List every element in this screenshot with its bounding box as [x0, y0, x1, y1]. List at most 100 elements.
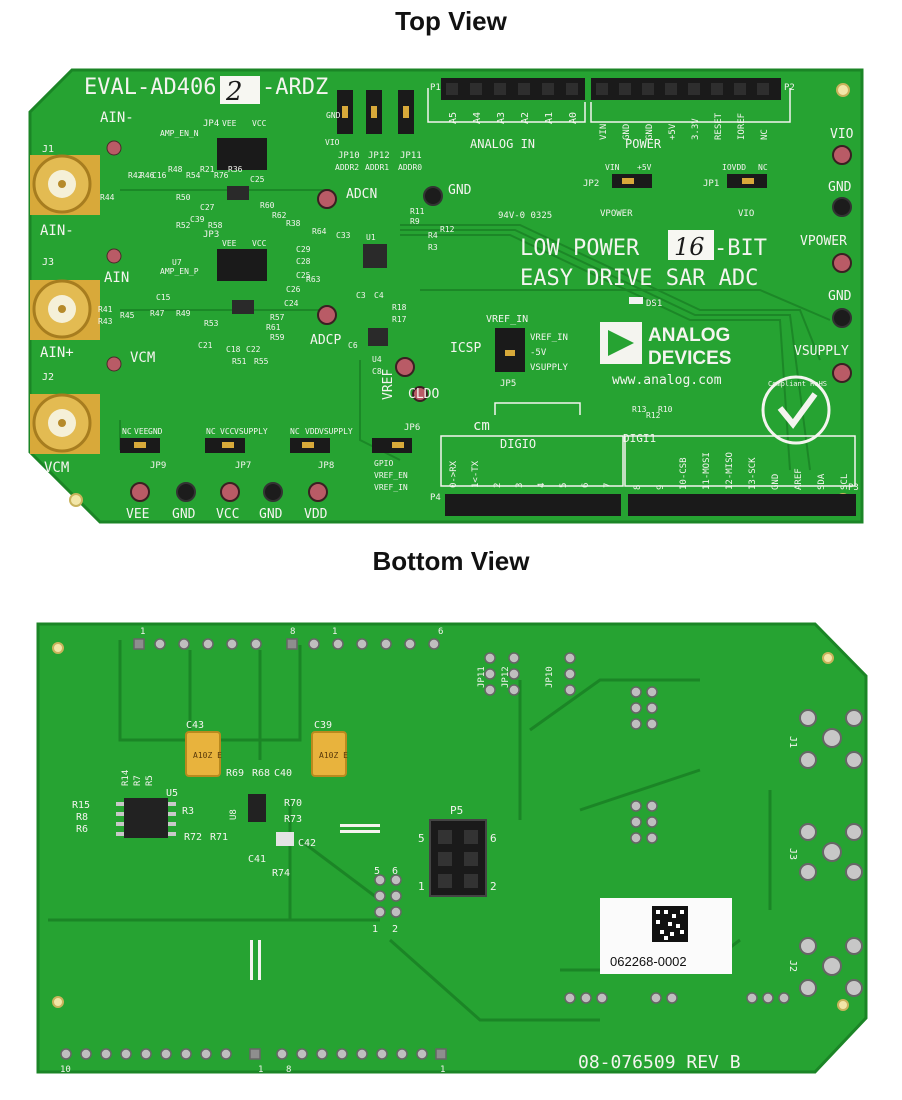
right-test-points	[832, 145, 852, 383]
refdes-label: C24	[284, 299, 299, 308]
label-p5-pin2: 2	[490, 880, 497, 893]
label-jp10-b: JP10	[545, 666, 555, 688]
label-nc7: NC	[206, 427, 216, 436]
label-j1: J1	[42, 144, 54, 155]
refdes-label: R44	[100, 193, 115, 202]
refdes-label: R52	[176, 221, 191, 230]
pin-label: AREF	[794, 468, 804, 490]
label-vref-in-b: VREF_IN	[530, 333, 568, 343]
sma-j1	[30, 154, 100, 215]
pin-label: A0	[568, 112, 579, 124]
label-jp3: JP3	[203, 230, 219, 240]
pin-label: +5V	[668, 123, 678, 140]
refdes-label: R9	[410, 217, 420, 226]
rohs-text: Compliant RoHS	[768, 380, 827, 388]
label-jp11: JP11	[400, 151, 422, 161]
data-matrix-icon	[652, 906, 688, 942]
label-p5-pin1: 1	[418, 880, 425, 893]
label-u8: U8	[229, 809, 239, 820]
ic-u8	[248, 794, 266, 822]
refdes-label: R10	[658, 405, 673, 414]
label-j3: J3	[42, 257, 54, 268]
label-jp7: JP7	[235, 461, 251, 471]
label-vee-bottom: VEE	[126, 507, 149, 522]
label-jp5: JP5	[500, 379, 516, 389]
label-addr0: ADDR0	[398, 163, 422, 172]
label-r15: R15	[72, 800, 90, 811]
refdes-label: C16	[152, 171, 167, 180]
label-j1-b: J1	[787, 736, 798, 748]
refdes-label: R59	[270, 333, 285, 342]
pin-label: RESET	[714, 112, 724, 140]
pin-label: A5	[448, 112, 459, 124]
label-nc9: NC	[122, 427, 132, 436]
refdes-label: R54	[186, 171, 201, 180]
refdes-label: R58	[208, 221, 223, 230]
sma-j3	[30, 279, 100, 340]
refdes-label: C26	[286, 285, 301, 294]
refdes-label: R50	[176, 193, 191, 202]
vio-box-label: VIO	[738, 209, 754, 219]
pin-label: 10-CSB	[679, 457, 689, 490]
refdes-label: R51	[232, 357, 247, 366]
label-r8: R8	[76, 812, 88, 823]
refdes-label: R60	[260, 201, 275, 210]
label-vin-j: VIN	[605, 163, 620, 172]
label-r73: R73	[284, 814, 302, 825]
label-adcn: ADCN	[346, 187, 377, 202]
label-gnd-bottom-2: GND	[259, 507, 283, 522]
label-vref-en6: VREF_EN	[374, 471, 408, 480]
board-name-a: EVAL-AD406	[84, 75, 216, 100]
pin-label: A3	[496, 112, 507, 124]
refdes-label: R38	[286, 219, 301, 228]
refdes-label: C8	[372, 367, 382, 376]
label-jp12: JP12	[368, 151, 390, 161]
label-jp6: JP6	[404, 423, 420, 433]
bits-text-b: -BIT	[714, 236, 767, 261]
website: www.analog.com	[612, 373, 722, 388]
label-u4: U4	[372, 355, 382, 364]
label-u5: U5	[166, 788, 178, 799]
label-jp9: JP9	[150, 461, 166, 471]
refdes-label: R12	[646, 411, 661, 420]
pin-label: A4	[472, 112, 483, 124]
label-h-pin2: 2	[392, 924, 398, 935]
label-top-pin8: 8	[290, 627, 295, 637]
label-p5-pin5: 5	[418, 832, 425, 845]
refdes-label: R18	[392, 303, 407, 312]
refdes-label: R47	[150, 309, 165, 318]
refdes-label: R3	[428, 243, 438, 252]
label-gpio6: GPIO	[374, 459, 393, 468]
cap-marking-c43: A10Z E	[193, 751, 222, 760]
bottom-view-title: Bottom View	[372, 546, 530, 576]
label-jp1: JP1	[703, 179, 719, 189]
label-vcc7: VCC	[220, 427, 235, 436]
label-bot-pin8: 8	[286, 1065, 291, 1075]
refdes-label: C22	[246, 345, 261, 354]
rohs-badge	[761, 375, 831, 445]
pin-label: 7	[603, 483, 613, 488]
pin-label: IOREF	[737, 113, 747, 140]
label-gnd-right-1: GND	[828, 180, 852, 195]
sma-j2	[30, 393, 100, 454]
pin-label: 3	[515, 483, 525, 488]
pin-label: SCL	[840, 474, 850, 490]
header-p4	[445, 494, 621, 516]
cap-c39	[311, 731, 347, 777]
label-bot-pin10: 10	[60, 1065, 71, 1075]
label-p3: P3	[848, 483, 859, 493]
cap-marking-c39: A10Z E	[319, 751, 348, 760]
label-j3-b: J3	[787, 848, 798, 860]
ic-u5	[124, 798, 168, 838]
label-jp2: JP2	[583, 179, 599, 189]
pin-label: 13-SCK	[748, 457, 758, 490]
label-vsupply8: VSUPPLY	[319, 427, 353, 436]
pin-label: GND	[645, 124, 655, 140]
label-r14: R14	[121, 770, 131, 786]
label-r72: R72	[184, 832, 202, 843]
refdes-label: C21	[198, 341, 213, 350]
refdes-label: C18	[226, 345, 241, 354]
refdes-label: C39	[190, 215, 205, 224]
